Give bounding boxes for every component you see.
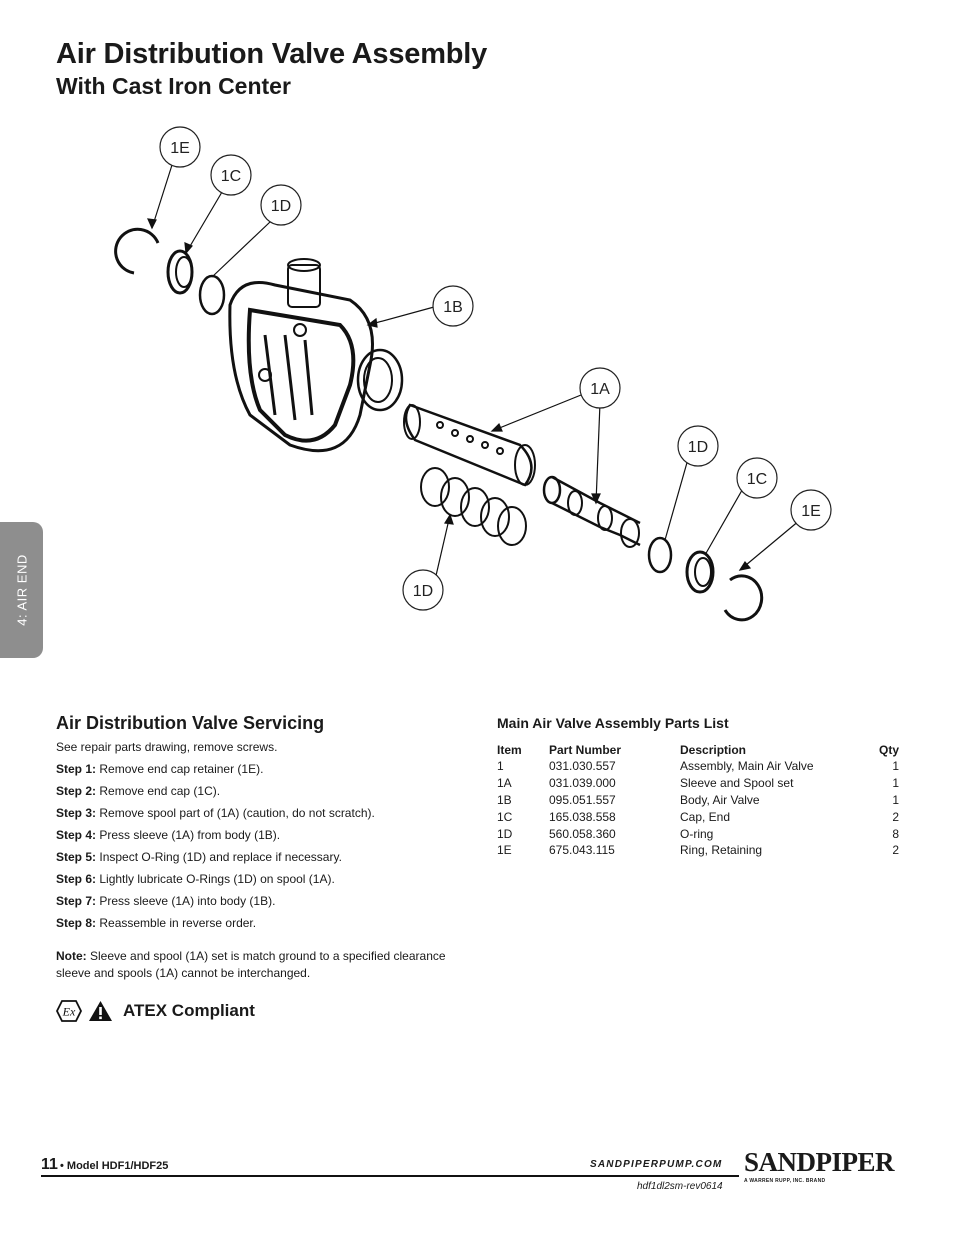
step-item: Step 8: Reassemble in reverse order.	[56, 916, 257, 930]
table-row: 1B 095.051.557 Body, Air Valve 1	[497, 792, 899, 807]
sandpiper-logo: SANDPIPER A WARREN RUPP, INC. BRAND	[744, 1147, 895, 1184]
parts-list-heading: Main Air Valve Assembly Parts List	[497, 715, 729, 731]
svg-text:1B: 1B	[443, 299, 463, 316]
step-item: Step 4: Press sleeve (1A) from body (1B)…	[56, 828, 281, 842]
footer-website: SANDPIPERPUMP.COM	[590, 1159, 723, 1170]
svg-text:1D: 1D	[413, 583, 433, 600]
footer-revision: hdf1dl2sm-rev0614	[637, 1181, 723, 1192]
servicing-steps: See repair parts drawing, remove screws.…	[56, 740, 446, 938]
exploded-parts-diagram: 1E 1C 1D 1B 1A 1D 1C 1E 1D	[114, 126, 832, 622]
col-part-number: Part Number	[549, 743, 622, 757]
col-item: Item	[497, 743, 522, 757]
parts-list-table: Item Part Number Description Qty 1 031.0…	[497, 742, 899, 859]
step-item: Step 1: Remove end cap retainer (1E).	[56, 762, 264, 776]
retaining-ring-right	[723, 574, 764, 622]
end-cap-right	[685, 550, 715, 594]
spool	[542, 475, 641, 548]
table-row: 1D 560.058.360 O-ring 8	[497, 826, 899, 841]
svg-text:1E: 1E	[801, 503, 821, 520]
svg-text:1D: 1D	[688, 439, 708, 456]
svg-text:1D: 1D	[271, 198, 291, 215]
callout-1d-right: 1D	[677, 425, 719, 467]
col-qty: Qty	[878, 743, 899, 757]
atex-compliance: Ex ATEX Compliant	[56, 1000, 255, 1022]
o-ring-set	[420, 467, 450, 507]
callout-1d-bottom: 1D	[402, 569, 444, 611]
table-row: 1A 031.039.000 Sleeve and Spool set 1	[497, 776, 899, 791]
callout-1e-left: 1E	[159, 126, 201, 168]
page-subtitle: With Cast Iron Center	[56, 73, 291, 99]
warning-icon	[89, 1001, 112, 1021]
svg-text:Ex: Ex	[62, 1005, 76, 1019]
ex-hexagon-icon: Ex	[56, 1000, 82, 1022]
servicing-note: Note: Sleeve and spool (1A) set is match…	[56, 949, 446, 980]
logo-name: SANDPIPER	[744, 1147, 895, 1177]
step-item: Step 3: Remove spool part of (1A) (cauti…	[56, 806, 375, 820]
svg-text:1A: 1A	[590, 381, 610, 398]
retaining-ring-left	[114, 227, 160, 275]
footer-divider	[41, 1175, 739, 1177]
table-row: 1C 165.038.558 Cap, End 2	[497, 809, 899, 824]
step-item: Step 6: Lightly lubricate O-Rings (1D) o…	[56, 872, 335, 886]
logo-subtitle: A WARREN RUPP, INC. BRAND	[744, 1178, 826, 1184]
callout-1e-right: 1E	[790, 489, 832, 531]
section-side-tab: 4: AIR END	[0, 522, 43, 658]
svg-text:1E: 1E	[170, 140, 190, 157]
step-item: Step 7: Press sleeve (1A) into body (1B)…	[56, 894, 276, 908]
servicing-heading: Air Distribution Valve Servicing	[56, 713, 325, 733]
atex-label: ATEX Compliant	[123, 1001, 255, 1020]
servicing-intro: See repair parts drawing, remove screws.	[56, 740, 278, 754]
callout-1c-left: 1C	[210, 154, 252, 196]
o-ring-left	[198, 274, 226, 316]
table-row: 1 031.030.557 Assembly, Main Air Valve 1	[497, 759, 899, 774]
svg-text:1C: 1C	[747, 471, 767, 488]
page-title: Air Distribution Valve Assembly	[56, 38, 488, 70]
callout-1d-left: 1D	[260, 184, 302, 226]
step-item: Step 2: Remove end cap (1C).	[56, 784, 221, 798]
svg-text:1C: 1C	[221, 168, 241, 185]
footer-model: • Model HDF1/HDF25	[60, 1160, 169, 1172]
page-number: 11	[41, 1156, 58, 1173]
valve-body	[228, 258, 404, 453]
end-cap-left	[166, 249, 194, 295]
callout-1a: 1A	[579, 367, 621, 409]
sleeve	[403, 403, 536, 487]
side-tab-label: 4: AIR END	[14, 554, 29, 626]
step-item: Step 5: Inspect O-Ring (1D) and replace …	[56, 850, 342, 864]
table-header-row: Item Part Number Description Qty	[497, 742, 899, 758]
o-ring-right	[647, 536, 673, 574]
callout-1b: 1B	[432, 285, 474, 327]
table-row: 1E 675.043.115 Ring, Retaining 2	[497, 843, 899, 858]
col-description: Description	[680, 743, 747, 757]
callout-1c-right: 1C	[736, 457, 778, 499]
